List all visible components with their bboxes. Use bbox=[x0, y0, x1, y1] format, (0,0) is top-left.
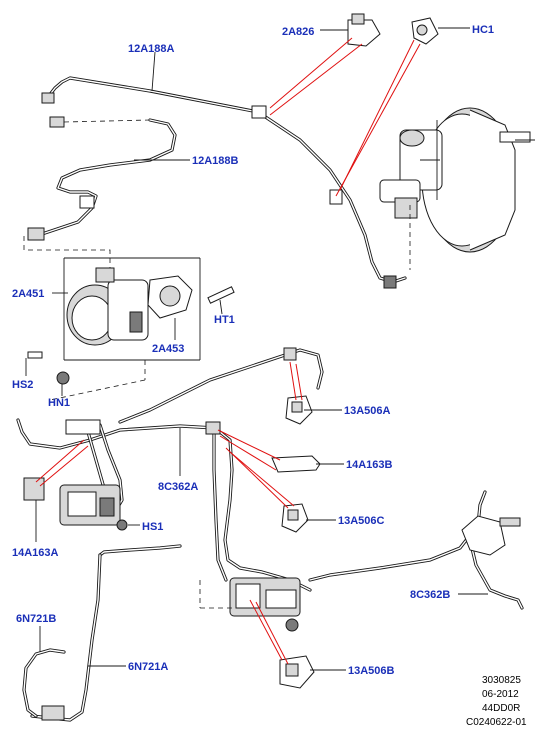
label-13a506c: 13A506C bbox=[338, 515, 385, 527]
clip-13a506c bbox=[281, 503, 309, 533]
label-hn1: HN1 bbox=[48, 397, 70, 409]
label-12a188a: 12A188A bbox=[128, 43, 175, 55]
label-2a453: 2A453 bbox=[152, 343, 184, 355]
clip-2a826 bbox=[347, 13, 381, 47]
label-14a163b: 14A163B bbox=[346, 459, 393, 471]
label-ht1: HT1 bbox=[214, 314, 235, 326]
clip-13a506a bbox=[285, 395, 313, 425]
label-8c362a: 8C362A bbox=[158, 481, 198, 493]
left-lower-block bbox=[23, 477, 128, 531]
label-6n721a: 6N721A bbox=[128, 661, 168, 673]
brake-booster bbox=[379, 107, 535, 253]
clip-14a163b bbox=[271, 455, 321, 473]
label-14a163a: 14A163A bbox=[12, 547, 59, 559]
ref-line-3: 44DD0R bbox=[482, 703, 520, 714]
hose-6n721 bbox=[22, 544, 182, 722]
red-leaders bbox=[35, 37, 421, 665]
hose-12a188b bbox=[27, 118, 177, 241]
label-8c362b: 8C362B bbox=[410, 589, 450, 601]
hose-8c362b bbox=[308, 490, 524, 610]
label-12a188b: 12A188B bbox=[192, 155, 239, 167]
hose-12a188a bbox=[41, 76, 407, 289]
bottom-manifold bbox=[229, 577, 301, 632]
ref-line-4: C0240622-01 bbox=[466, 717, 527, 728]
label-hs1: HS1 bbox=[142, 521, 163, 533]
label-6n721b: 6N721B bbox=[16, 613, 56, 625]
ref-line-2: 06-2012 bbox=[482, 689, 519, 700]
label-2a826: 2A826 bbox=[282, 26, 314, 38]
callout-leaders bbox=[25, 27, 488, 671]
reference-block: 3030825 06-2012 44DD0R C0240622-01 bbox=[466, 675, 527, 728]
label-13a506b: 13A506B bbox=[348, 665, 395, 677]
ref-line-1: 3030825 bbox=[482, 675, 521, 686]
clip-hc1 bbox=[411, 17, 439, 45]
label-13a506a: 13A506A bbox=[344, 405, 391, 417]
callout-labels: 2A826 HC1 12A188A 12A188B 2A451 HT1 2A45… bbox=[12, 24, 494, 677]
vacuum-pump-group bbox=[27, 257, 235, 385]
label-2a451: 2A451 bbox=[12, 288, 44, 300]
hose-8c362a bbox=[16, 347, 324, 592]
label-hc1: HC1 bbox=[472, 24, 494, 36]
clip-13a506b bbox=[279, 655, 315, 689]
label-hs2: HS2 bbox=[12, 379, 33, 391]
